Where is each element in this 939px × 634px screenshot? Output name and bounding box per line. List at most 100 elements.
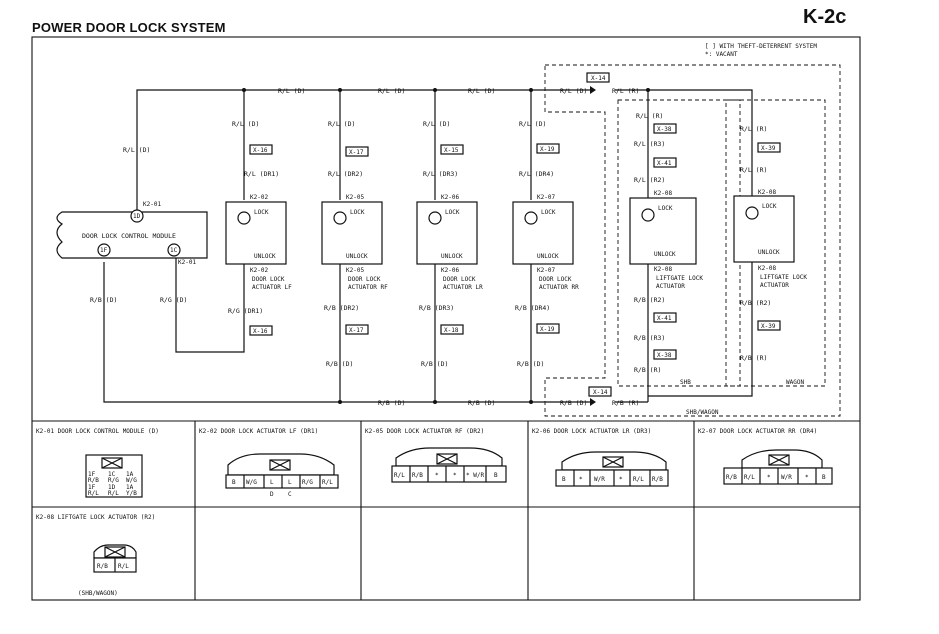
- actuator-rr: R/L (D) X-19 R/L (DR4) K2-07 LOCK UNLOCK…: [512, 90, 579, 402]
- svg-text:DOOR LOCK CONTROL MODULE: DOOR LOCK CONTROL MODULE: [82, 232, 176, 240]
- svg-text:1F: 1F: [88, 471, 96, 478]
- connector-k2-08: K2-08 LIFTGATE LOCK ACTUATOR (R2) R/B R/…: [36, 514, 155, 597]
- svg-text:R/B: R/B: [97, 563, 108, 570]
- svg-text:K2-06 DOOR LOCK ACTUATOR LR (D: K2-06 DOOR LOCK ACTUATOR LR (DR3): [532, 428, 651, 435]
- svg-text:R/L (D): R/L (D): [560, 87, 587, 95]
- svg-text:LIFTGATE LOCK: LIFTGATE LOCK: [760, 274, 807, 281]
- svg-text:X-14: X-14: [593, 389, 608, 396]
- svg-text:X-41: X-41: [657, 160, 672, 167]
- svg-text:K2-01: K2-01: [178, 259, 196, 266]
- actuator-rf: R/L (D) X-17 R/L (DR2) K2-05 LOCK UNLOCK…: [321, 90, 388, 402]
- svg-text:R/B (R3): R/B (R3): [634, 334, 665, 342]
- svg-text:X-17: X-17: [349, 149, 364, 156]
- power-bus: R/L (D) R/L (D) R/L (D) R/L (D) R/L (R) …: [136, 72, 648, 210]
- svg-text:X-16: X-16: [253, 328, 268, 335]
- svg-text:R/G (DR1): R/G (DR1): [228, 307, 263, 315]
- svg-text:*: *: [619, 476, 623, 483]
- region-boundaries: SHB WAGON SHB/WAGON: [544, 64, 841, 417]
- svg-text:K2-08: K2-08: [758, 265, 776, 272]
- svg-text:R/L (DR4): R/L (DR4): [519, 170, 554, 178]
- svg-text:*: *: [435, 472, 439, 479]
- rg-label: R/G (D): [160, 296, 187, 304]
- ground-bus: R/B (D) R/B (D) R/B (D) R/B (R) X-14: [103, 262, 648, 407]
- svg-text:X-18: X-18: [444, 327, 459, 334]
- svg-text:K2-01: K2-01: [143, 201, 161, 208]
- svg-text:UNLOCK: UNLOCK: [654, 251, 676, 258]
- svg-text:R/B (DR4): R/B (DR4): [515, 304, 550, 312]
- svg-text:X-17: X-17: [349, 327, 364, 334]
- svg-text:X-19: X-19: [540, 146, 555, 153]
- svg-text:K2-05: K2-05: [346, 194, 364, 201]
- liftgate-actuator-wagon: R/L (R) X-39 R/L (R) K2-08 LOCK UNLOCK K…: [646, 88, 807, 397]
- svg-text:X-41: X-41: [657, 315, 672, 322]
- svg-text:R/L (D): R/L (D): [328, 120, 355, 128]
- svg-text:R/L: R/L: [633, 476, 644, 483]
- svg-text:DOOR LOCK: DOOR LOCK: [252, 276, 285, 283]
- svg-text:ACTUATOR RR: ACTUATOR RR: [539, 284, 579, 291]
- svg-text:R/B (D): R/B (D): [326, 360, 353, 368]
- svg-text:X-38: X-38: [657, 352, 672, 359]
- svg-text:R/L: R/L: [322, 479, 333, 486]
- connector-k2-06: K2-06 DOOR LOCK ACTUATOR LR (DR3) B * W/…: [532, 428, 669, 487]
- svg-text:K2-07: K2-07: [537, 194, 555, 201]
- svg-text:R/B (D): R/B (D): [517, 360, 544, 368]
- svg-text:X-39: X-39: [761, 145, 776, 152]
- svg-text:R/L (D): R/L (D): [378, 87, 405, 95]
- svg-text:Y/B: Y/B: [126, 490, 137, 497]
- legend-theft: [ ] WITH THEFT-DETERRENT SYSTEM: [705, 43, 817, 50]
- svg-text:UNLOCK: UNLOCK: [441, 253, 463, 260]
- svg-text:ACTUATOR: ACTUATOR: [656, 283, 685, 290]
- svg-text:R/B (R2): R/B (R2): [634, 296, 665, 304]
- svg-text:R/B: R/B: [412, 472, 423, 479]
- svg-text:R/L (R): R/L (R): [612, 87, 639, 95]
- svg-text:B: B: [562, 476, 566, 483]
- svg-text:R/B: R/B: [652, 476, 663, 483]
- diagram-frame: [31, 36, 861, 601]
- svg-text:D: D: [270, 491, 274, 498]
- svg-text:K2-08: K2-08: [758, 189, 776, 196]
- rg-return-wire: [175, 250, 245, 353]
- svg-text:DOOR LOCK: DOOR LOCK: [348, 276, 381, 283]
- svg-text:L: L: [288, 479, 292, 486]
- svg-text:K2-02 DOOR LOCK ACTUATOR LF (D: K2-02 DOOR LOCK ACTUATOR LF (DR1): [199, 428, 318, 435]
- svg-text:K2-08: K2-08: [654, 266, 672, 273]
- svg-text:K2-06: K2-06: [441, 267, 459, 274]
- svg-text:K2-02: K2-02: [250, 194, 268, 201]
- svg-text:B: B: [232, 479, 236, 486]
- svg-text:LOCK: LOCK: [762, 203, 777, 210]
- svg-text:R/B (D): R/B (D): [560, 399, 587, 407]
- svg-text:LOCK: LOCK: [445, 209, 460, 216]
- svg-text:B: B: [822, 474, 826, 481]
- svg-text:K2-05: K2-05: [346, 267, 364, 274]
- svg-text:1C: 1C: [108, 471, 116, 478]
- rl-module-label: R/L (D): [123, 146, 150, 154]
- svg-text:R/B (D): R/B (D): [421, 360, 448, 368]
- svg-text:R/L (R): R/L (R): [740, 166, 767, 174]
- svg-text:1A: 1A: [126, 484, 134, 491]
- svg-text:R/B (R2): R/B (R2): [740, 299, 771, 307]
- svg-text:X-16: X-16: [253, 147, 268, 154]
- svg-text:1D: 1D: [108, 484, 116, 491]
- svg-text:X-15: X-15: [444, 147, 459, 154]
- svg-text:K2-07 DOOR LOCK ACTUATOR RR (D: K2-07 DOOR LOCK ACTUATOR RR (DR4): [698, 428, 817, 435]
- svg-text:R/L (D): R/L (D): [468, 87, 495, 95]
- liftgate-actuator-shb: R/L (R) X-38 R/L (R3) X-41 R/L (R2) K2-0…: [629, 90, 703, 402]
- svg-text:ACTUATOR LF: ACTUATOR LF: [252, 284, 292, 291]
- svg-text:R/B (R): R/B (R): [740, 354, 767, 362]
- svg-text:R/B: R/B: [726, 474, 737, 481]
- connector-table: K2-01 DOOR LOCK CONTROL MODULE (D) 1F 1C…: [32, 421, 860, 600]
- svg-text:L: L: [270, 479, 274, 486]
- svg-text:R/L (R2): R/L (R2): [634, 176, 665, 184]
- svg-text:C: C: [288, 491, 292, 498]
- svg-text:1F: 1F: [88, 484, 96, 491]
- svg-text:W/G: W/G: [126, 477, 137, 484]
- svg-text:B: B: [494, 472, 498, 479]
- svg-text:R/B (D): R/B (D): [378, 399, 405, 407]
- svg-text:*: *: [805, 474, 809, 481]
- svg-text:ACTUATOR RF: ACTUATOR RF: [348, 284, 388, 291]
- svg-text:K2-08: K2-08: [654, 190, 672, 197]
- svg-text:R/L: R/L: [118, 563, 129, 570]
- connector-k2-07: K2-07 DOOR LOCK ACTUATOR RR (DR4) R/B R/…: [698, 428, 833, 485]
- svg-text:K2-01 DOOR LOCK CONTROL MODULE: K2-01 DOOR LOCK CONTROL MODULE (D): [36, 428, 159, 435]
- svg-text:K2-07: K2-07: [537, 267, 555, 274]
